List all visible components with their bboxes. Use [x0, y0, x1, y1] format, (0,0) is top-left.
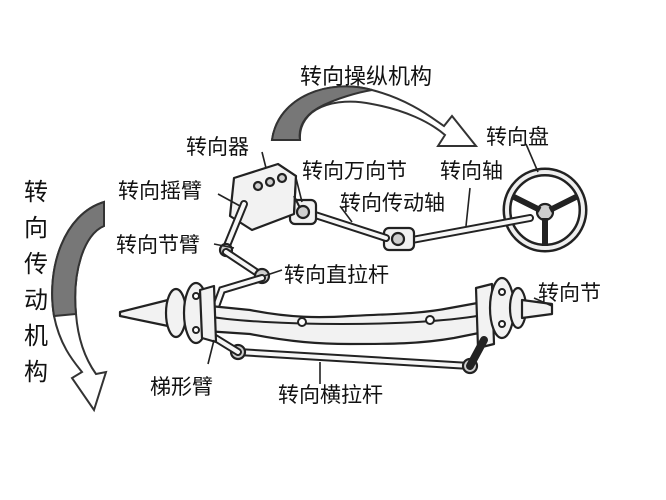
steering-shaft-drawing	[408, 214, 534, 244]
vertical-title-char: 传	[24, 250, 48, 278]
label-steering-knuckle: 转向节	[538, 281, 601, 305]
vertical-title-char: 机	[24, 322, 48, 350]
lower-universal-joint-drawing	[382, 226, 416, 252]
steering-wheel-drawing	[502, 167, 588, 253]
vertical-title-transmission-mechanism: 转 向 传 动 机 构	[24, 178, 48, 386]
vertical-title-char: 构	[24, 358, 48, 386]
label-steering-universal-joint: 转向万向节	[302, 159, 407, 183]
steering-gear-drawing	[228, 162, 301, 232]
label-trapezoid-arm: 梯形臂	[150, 375, 213, 399]
transmission-mechanism-arrow	[51, 200, 108, 413]
label-steering-shaft: 转向轴	[440, 159, 503, 183]
knuckle-arm-drawing	[210, 274, 266, 316]
front-axle-drawing	[188, 298, 496, 346]
left-knuckle-drawing	[118, 281, 218, 345]
label-drag-link: 转向直拉杆	[284, 263, 389, 287]
label-knuckle-arm: 转向节臂	[116, 233, 200, 257]
leader-lines	[207, 143, 553, 384]
label-steering-transmission-shaft: 转向传动轴	[340, 191, 445, 215]
drag-link-drawing	[222, 248, 271, 285]
vertical-title-char: 动	[24, 286, 48, 314]
label-steering-control-mechanism: 转向操纵机构	[300, 65, 432, 90]
vertical-title-char: 向	[24, 214, 48, 242]
control-mechanism-arrow	[270, 85, 479, 147]
transmission-shaft-drawing	[308, 210, 390, 242]
vertical-title-char: 转	[24, 178, 48, 206]
label-steering-gear: 转向器	[186, 135, 249, 159]
right-knuckle-drawing	[466, 276, 554, 370]
label-pitman-arm: 转向摇臂	[118, 179, 202, 203]
label-steering-wheel: 转向盘	[486, 125, 549, 149]
label-tie-rod: 转向横拉杆	[278, 383, 383, 407]
tie-rod-drawing	[229, 343, 479, 375]
